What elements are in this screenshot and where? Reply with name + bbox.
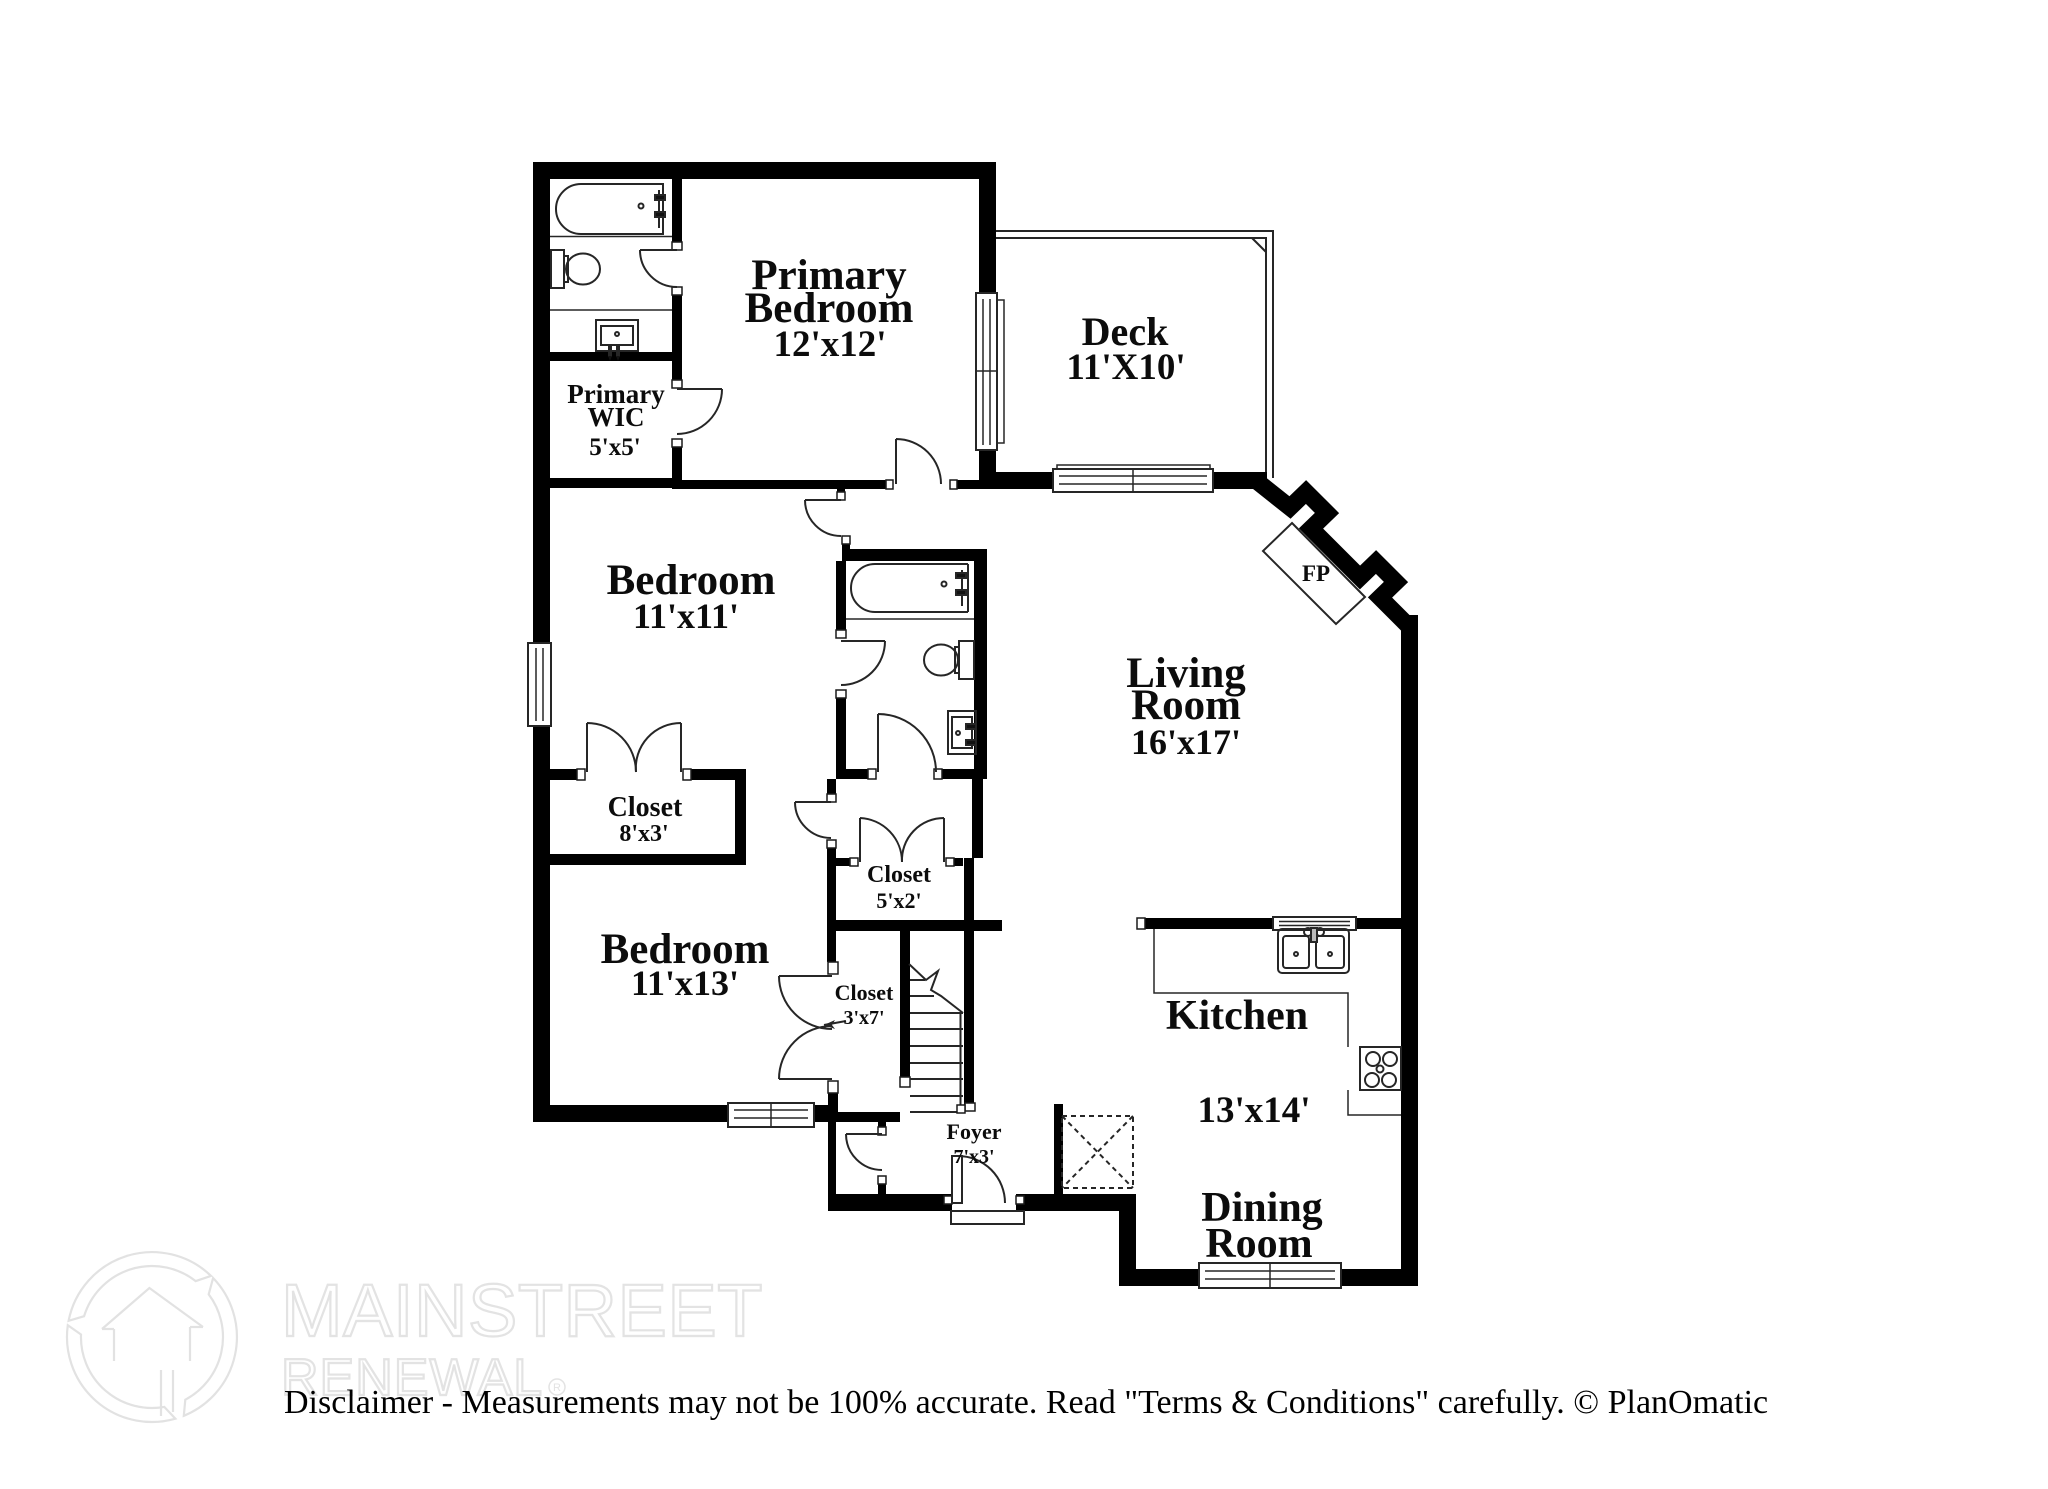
svg-text:Bedroom: Bedroom <box>601 926 770 973</box>
svg-text:FP: FP <box>1302 561 1330 586</box>
svg-text:Closet: Closet <box>835 980 894 1005</box>
svg-text:Primary: Primary <box>751 252 907 299</box>
svg-text:Foyer: Foyer <box>947 1119 1002 1144</box>
svg-text:11'x13': 11'x13' <box>631 963 739 1003</box>
svg-text:MAINSTREET: MAINSTREET <box>281 1269 763 1352</box>
svg-text:Dining: Dining <box>1201 1185 1322 1231</box>
svg-text:Kitchen: Kitchen <box>1166 993 1308 1039</box>
svg-text:Closet: Closet <box>867 862 931 888</box>
svg-text:Room: Room <box>1205 1221 1312 1267</box>
svg-text:13'x14': 13'x14' <box>1197 1090 1310 1131</box>
svg-text:RENEWAL: RENEWAL <box>281 1349 543 1407</box>
svg-text:Closet: Closet <box>608 792 683 823</box>
svg-text:R: R <box>553 1382 561 1394</box>
svg-text:16'x17': 16'x17' <box>1131 722 1241 762</box>
svg-text:5'x2': 5'x2' <box>876 888 921 913</box>
svg-text:7'x3': 7'x3' <box>953 1146 994 1168</box>
svg-text:Deck: Deck <box>1082 309 1169 354</box>
svg-text:12'x12': 12'x12' <box>773 324 886 365</box>
svg-text:Disclaimer - Measurements may: Disclaimer - Measurements may not be 100… <box>284 1384 1768 1421</box>
svg-text:5'x5': 5'x5' <box>589 434 640 461</box>
svg-text:Primary: Primary <box>567 379 665 409</box>
svg-text:11'X10': 11'X10' <box>1066 347 1185 388</box>
svg-text:Room: Room <box>1131 682 1241 729</box>
svg-text:11'x11': 11'x11' <box>633 596 739 636</box>
svg-text:3'x7': 3'x7' <box>843 1007 884 1029</box>
svg-text:Bedroom: Bedroom <box>745 285 914 332</box>
svg-text:WIC: WIC <box>587 402 644 432</box>
svg-text:Living: Living <box>1126 650 1246 697</box>
svg-text:Bedroom: Bedroom <box>607 557 776 604</box>
svg-text:8'x3': 8'x3' <box>619 821 668 847</box>
